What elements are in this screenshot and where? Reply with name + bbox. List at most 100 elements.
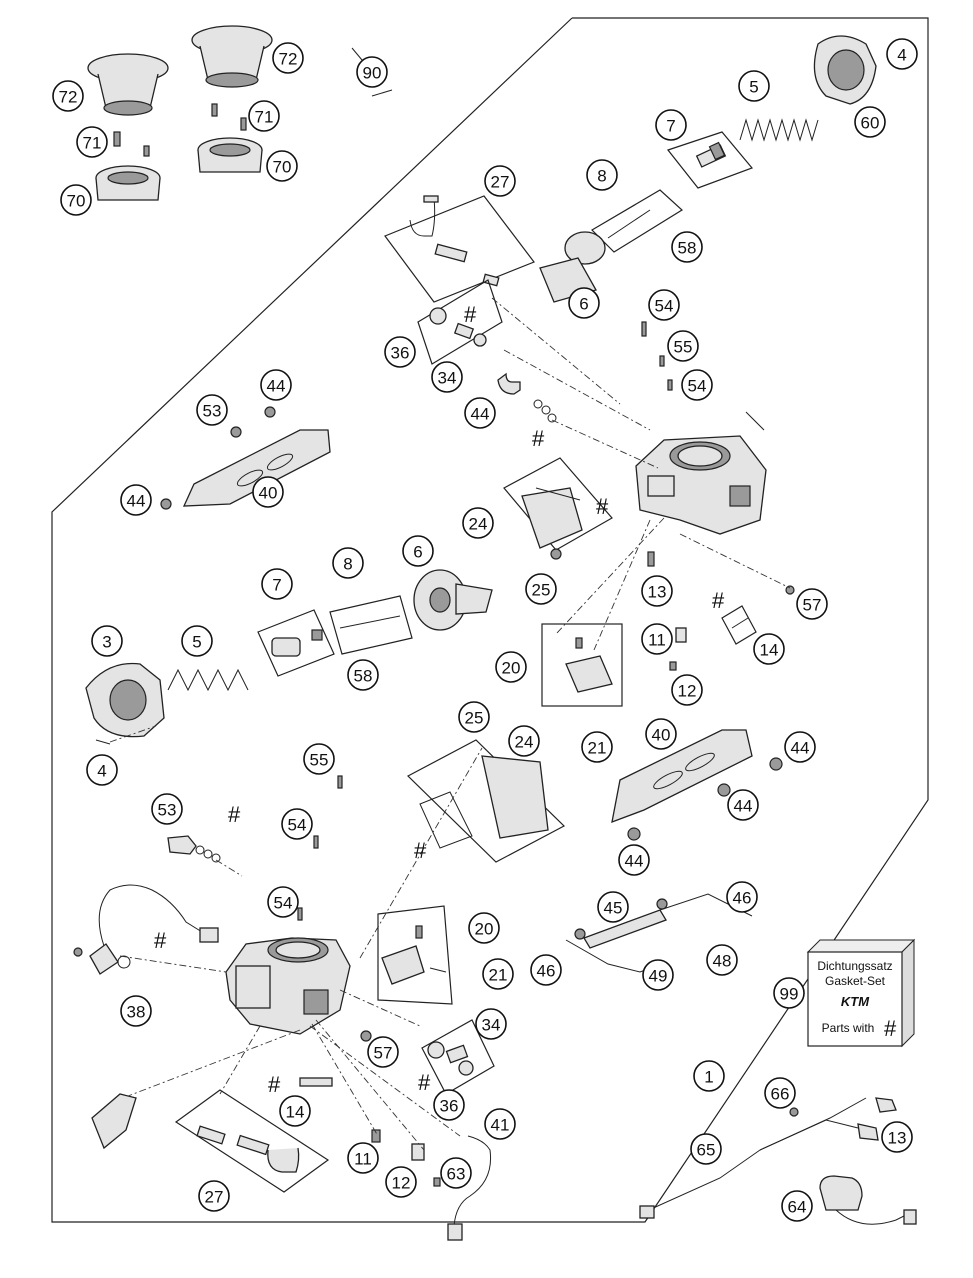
callout-24: 24 — [462, 507, 494, 539]
ktm-logo: KTM — [841, 994, 870, 1009]
hose-set-27-top — [384, 195, 535, 303]
callout-number: 57 — [374, 1044, 393, 1063]
callout-number: 21 — [489, 966, 508, 985]
callout-number: 40 — [259, 484, 278, 503]
hose-set-27-bottom — [174, 1089, 330, 1193]
callout-54: 54 — [281, 808, 313, 840]
callout-number: 34 — [438, 369, 457, 388]
leader-cable — [309, 1025, 461, 1137]
callout-13: 13 — [641, 575, 673, 607]
callout-number: 7 — [666, 117, 675, 136]
callout-number: 6 — [413, 543, 422, 562]
bracket-40-top — [182, 429, 331, 507]
callout-55: 55 — [667, 330, 699, 362]
screw-4-left — [95, 739, 111, 745]
callout-44: 44 — [464, 397, 496, 429]
gasket-title-line1: Dichtungssatz — [817, 959, 892, 973]
callout-46: 46 — [726, 881, 758, 913]
choke-34-bottom — [421, 1019, 495, 1095]
callout-number: 41 — [491, 1116, 510, 1135]
assembly-frame — [51, 17, 929, 1223]
gasket-marker-hash: # — [712, 588, 725, 613]
callout-53: 53 — [151, 793, 183, 825]
callout-53: 53 — [196, 394, 228, 426]
callout-48: 48 — [706, 944, 738, 976]
callout-number: 20 — [475, 920, 494, 939]
callout-number: 44 — [734, 797, 753, 816]
callout-number: 63 — [447, 1165, 466, 1184]
screw-44-top-a — [230, 426, 242, 438]
callout-36: 36 — [433, 1089, 465, 1121]
callout-25: 25 — [525, 573, 557, 605]
screw-44-bottom-c — [627, 827, 641, 841]
gasket-marker-hash: # — [464, 302, 477, 327]
screw-44-top-b — [264, 406, 276, 418]
callout-64: 64 — [781, 1190, 813, 1222]
callout-14: 14 — [279, 1095, 311, 1127]
screw-71-right — [211, 103, 218, 117]
choke-36-top — [417, 279, 503, 365]
callout-number: 70 — [67, 192, 86, 211]
screw-44-bottom-a — [769, 757, 783, 771]
throttle-lever — [91, 1093, 137, 1150]
gasket-marker-hash: # — [532, 426, 545, 451]
gasket-marker-hash: # — [418, 1070, 431, 1095]
callout-number: 54 — [688, 377, 707, 396]
callout-49: 49 — [642, 959, 674, 991]
wiring-harness-65 — [639, 1097, 867, 1219]
part-66 — [789, 1107, 799, 1117]
callout-27: 27 — [198, 1180, 230, 1212]
gasket-title-line2: Gasket-Set — [825, 974, 886, 988]
callout-24: 24 — [508, 725, 540, 757]
leader-38 — [119, 955, 227, 973]
callout-90: 90 — [356, 56, 388, 88]
throttle-sensor-38 — [73, 884, 219, 975]
callout-13: 13 — [881, 1121, 913, 1153]
leader-lever — [127, 1029, 301, 1097]
callout-number: 21 — [588, 739, 607, 758]
callout-7: 7 — [655, 109, 687, 141]
part-57-bottom — [360, 1030, 372, 1042]
gasket-set-box: Dichtungssatz Gasket-Set KTM Parts with … — [806, 938, 916, 1048]
jet-13-top — [647, 551, 655, 567]
callout-number: 44 — [791, 739, 810, 758]
callout-number: 48 — [713, 952, 732, 971]
jet-14-bottom — [299, 1077, 333, 1087]
callout-57: 57 — [367, 1036, 399, 1068]
callout-number: 72 — [279, 50, 298, 69]
callout-14: 14 — [753, 633, 785, 665]
jet-11-top — [675, 627, 687, 643]
callout-7: 7 — [261, 568, 293, 600]
callout-12: 12 — [671, 674, 703, 706]
callout-number: 44 — [625, 852, 644, 871]
callout-55: 55 — [303, 743, 335, 775]
callout-number: 57 — [803, 596, 822, 615]
callout-57: 57 — [796, 588, 828, 620]
callout-72: 72 — [272, 42, 304, 74]
elbow-53-bottom — [167, 835, 221, 863]
callout-number: 25 — [465, 709, 484, 728]
bolt-90-a — [351, 47, 363, 61]
callout-6: 6 — [568, 287, 600, 319]
callout-44: 44 — [618, 844, 650, 876]
callout-number: 13 — [888, 1129, 907, 1148]
screw-55-bottom — [337, 775, 343, 789]
fuel-bracket-45 — [574, 898, 668, 949]
callout-number: 27 — [205, 1188, 224, 1207]
callout-54: 54 — [681, 369, 713, 401]
bracket-40-bottom — [611, 729, 753, 824]
callout-8: 8 — [586, 159, 618, 191]
gasket-marker-hash: # — [596, 494, 609, 519]
callout-number: 3 — [102, 633, 111, 652]
callout-number: 8 — [343, 555, 352, 574]
screw-54-top-b — [667, 379, 673, 391]
callout-number: 34 — [482, 1016, 501, 1035]
clip-71-right — [240, 117, 247, 131]
callout-number: 44 — [127, 492, 146, 511]
callout-44: 44 — [260, 369, 292, 401]
callout-20: 20 — [468, 912, 500, 944]
callout-number: 5 — [749, 78, 758, 97]
top-cover-4 — [813, 35, 877, 105]
callout-34: 34 — [475, 1008, 507, 1040]
